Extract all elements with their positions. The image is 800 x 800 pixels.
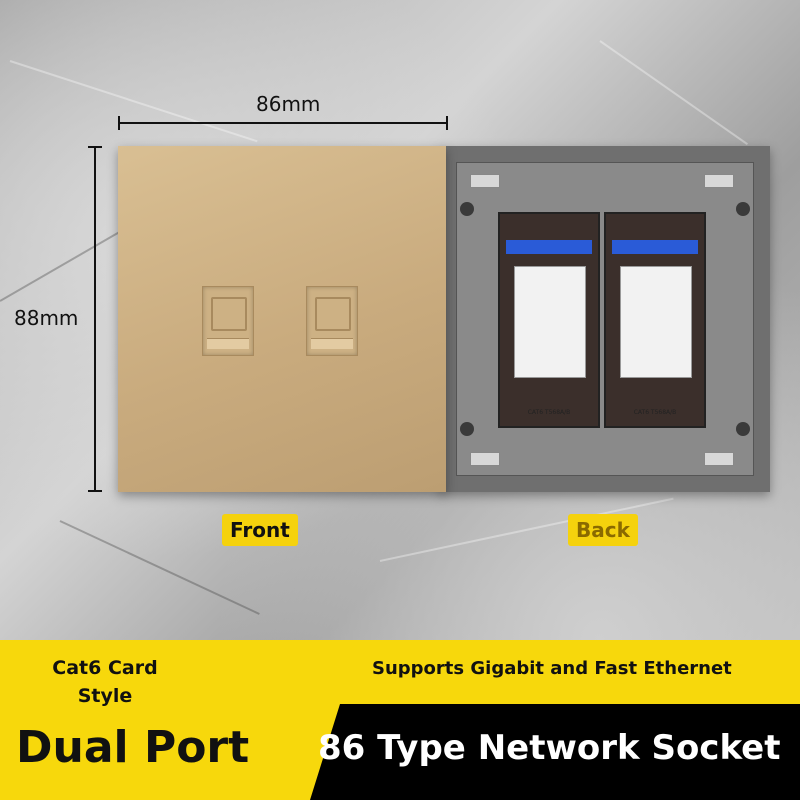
- marble-vein: [9, 60, 258, 143]
- color-code-strip: [612, 240, 698, 254]
- socket-back-view: CAT6 T568A/B CAT6 T568A/B: [440, 146, 770, 492]
- screw-hole-icon: [460, 202, 474, 216]
- rj45-port-icon: [202, 286, 254, 356]
- width-dimension-label: 86mm: [256, 92, 321, 116]
- product-name-box: [310, 704, 800, 800]
- supports-badge: [350, 644, 770, 700]
- width-dimension-line: [118, 116, 448, 130]
- marble-vein: [0, 230, 122, 302]
- module-cap: [514, 266, 586, 378]
- module-label: CAT6 T568A/B: [527, 409, 571, 416]
- keystone-module: CAT6 T568A/B: [604, 212, 706, 428]
- socket-front-view: [118, 146, 446, 492]
- card-style-text: Cat6 Card Style: [52, 657, 158, 707]
- back-label: Back: [568, 514, 638, 546]
- mounting-clip: [704, 452, 734, 466]
- dual-port-heading: Dual Port: [16, 722, 250, 773]
- supports-text: Supports Gigabit and Fast Ethernet: [372, 658, 732, 679]
- port-shutter: [207, 338, 249, 349]
- screw-hole-icon: [736, 422, 750, 436]
- screw-hole-icon: [460, 422, 474, 436]
- port-window: [211, 297, 247, 331]
- port-window: [315, 297, 351, 331]
- module-label: CAT6 T568A/B: [633, 409, 677, 416]
- rj45-port-icon: [306, 286, 358, 356]
- color-code-strip: [506, 240, 592, 254]
- product-name-heading: 86 Type Network Socket: [318, 728, 781, 768]
- height-dimension-line: [88, 146, 102, 492]
- keystone-module: CAT6 T568A/B: [498, 212, 600, 428]
- module-cap: [620, 266, 692, 378]
- mounting-clip: [704, 174, 734, 188]
- screw-hole-icon: [736, 202, 750, 216]
- port-shutter: [311, 338, 353, 349]
- front-label: Front: [222, 514, 298, 546]
- height-dimension-label: 88mm: [14, 306, 79, 330]
- mounting-clip: [470, 174, 500, 188]
- mounting-clip: [470, 452, 500, 466]
- marble-vein: [599, 40, 749, 146]
